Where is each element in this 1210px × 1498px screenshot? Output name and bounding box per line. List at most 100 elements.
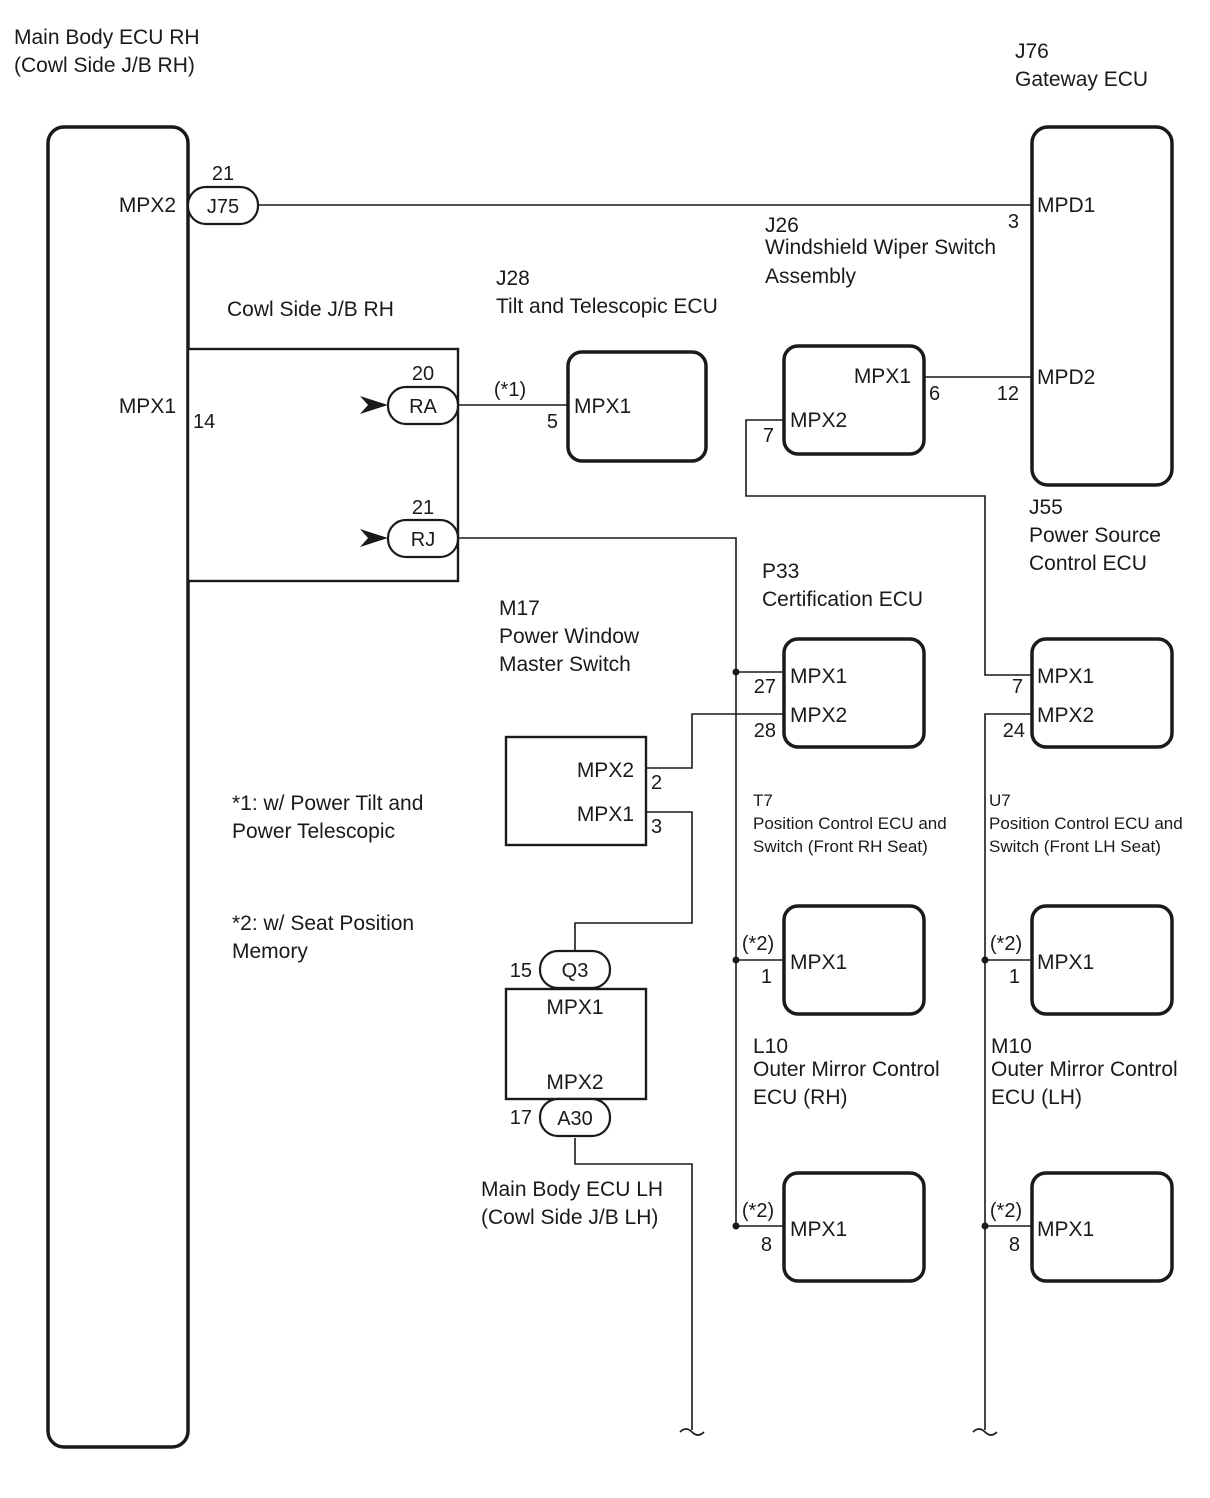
terminal-tilt-mpx1: MPX1: [574, 395, 631, 418]
wire-rj-bus: [458, 537, 784, 1227]
seat-lh-name: Position Control ECU and: [989, 814, 1183, 833]
terminal-lh-mpx2: MPX2: [546, 1071, 603, 1094]
wiper-switch-box: [782, 344, 926, 456]
pin-mirror-rh: 8: [761, 1234, 772, 1256]
junction-dot: [732, 1222, 740, 1230]
seat-lh-name2: Switch (Front LH Seat): [989, 837, 1161, 856]
pin-cert-28: 28: [754, 720, 776, 742]
seat-rh-ecu-box: [782, 904, 926, 1016]
connector-a30-label: A30: [557, 1108, 593, 1130]
terminal-mpx2-rh: MPX2: [119, 194, 176, 217]
pin-ps-24: 24: [1003, 720, 1025, 742]
power-source-code: J55: [1029, 496, 1063, 519]
certification-code: P33: [762, 560, 799, 583]
mirror-lh-code: M10: [991, 1035, 1032, 1058]
pin-cert-27: 27: [754, 676, 776, 698]
terminal-seat-lh-mpx1: MPX1: [1037, 951, 1094, 974]
wiper-code: J26: [765, 214, 799, 237]
mirror-rh-name: Outer Mirror Control: [753, 1058, 940, 1081]
terminal-mirror-lh-mpx1: MPX1: [1037, 1218, 1094, 1241]
pin-mpd1: 3: [1008, 211, 1019, 233]
pw-master-switch-box: [504, 735, 648, 847]
seat-rh-code: T7: [753, 791, 773, 810]
connector-a30: [538, 1097, 612, 1138]
pin-seat-lh: 1: [1009, 966, 1020, 988]
pin-rj: 21: [412, 497, 434, 519]
connector-q3: [538, 949, 612, 990]
option-2-mirror-lh: (*2): [990, 1200, 1022, 1222]
junction-dot: [981, 1222, 989, 1230]
pin-wiper-6: 6: [929, 383, 940, 405]
gateway-code: J76: [1015, 40, 1049, 63]
wire-a30-down: [574, 1138, 693, 1430]
wiper-name2: Assembly: [765, 265, 857, 288]
option-2-mirror-rh: (*2): [742, 1200, 774, 1222]
main-body-ecu-rh-box: [46, 125, 190, 1449]
seat-lh-ecu-box: [1030, 904, 1174, 1016]
certification-name: Certification ECU: [762, 588, 923, 611]
mirror-lh-name2: ECU (LH): [991, 1086, 1082, 1109]
tilt-ecu-box: [566, 350, 708, 463]
note-2-line2: Memory: [232, 940, 308, 963]
terminal-wiper-mpx1: MPX1: [854, 365, 911, 388]
terminal-seat-rh-mpx1: MPX1: [790, 951, 847, 974]
break-mark-right: [972, 1428, 998, 1436]
pin-mpd2: 12: [997, 383, 1019, 405]
connector-ra-label: RA: [409, 396, 437, 418]
mirror-lh-name: Outer Mirror Control: [991, 1058, 1178, 1081]
seat-lh-code: U7: [989, 791, 1011, 810]
pin-mirror-lh: 8: [1009, 1234, 1020, 1256]
main-body-lh-name: Main Body ECU LH: [481, 1178, 663, 1201]
mirror-rh-code: L10: [753, 1035, 788, 1058]
connector-ra: [386, 385, 460, 426]
junction-dot: [732, 956, 740, 964]
terminal-wiper-mpx2: MPX2: [790, 409, 847, 432]
mirror-lh-ecu-box: [1030, 1171, 1174, 1283]
pin-seat-rh: 1: [761, 966, 772, 988]
seat-rh-name2: Switch (Front RH Seat): [753, 837, 928, 856]
main-body-lh-sub: (Cowl Side J/B LH): [481, 1206, 658, 1229]
pin-j75: 21: [212, 163, 234, 185]
junction-dot: [981, 956, 989, 964]
connector-q3-label: Q3: [562, 960, 589, 982]
note-2-line1: *2: w/ Seat Position: [232, 912, 414, 935]
terminal-ps-mpx1: MPX1: [1037, 665, 1094, 688]
wires: [188, 204, 1032, 1436]
mirror-rh-ecu-box: [782, 1171, 926, 1283]
pin-wiper-7: 7: [763, 425, 774, 447]
break-mark-left: [679, 1428, 705, 1436]
terminal-mpd2: MPD2: [1037, 366, 1095, 389]
power-source-name2: Control ECU: [1029, 552, 1147, 575]
pw-master-code: M17: [499, 597, 540, 620]
mirror-rh-name2: ECU (RH): [753, 1086, 848, 1109]
terminal-cert-mpx1: MPX1: [790, 665, 847, 688]
terminal-ps-mpx2: MPX2: [1037, 704, 1094, 727]
main-body-rh-sub: (Cowl Side J/B RH): [14, 54, 195, 77]
cowl-jb-rh-name: Cowl Side J/B RH: [227, 298, 394, 321]
gateway-name: Gateway ECU: [1015, 68, 1148, 91]
option-1-tilt: (*1): [494, 379, 526, 401]
arrow-ra: [360, 396, 388, 414]
connector-rj-label: RJ: [411, 529, 435, 551]
wire-pwm-cert: [646, 713, 784, 769]
wiper-name: Windshield Wiper Switch: [765, 236, 996, 259]
gateway-ecu-box: [1030, 125, 1174, 487]
terminal-pwm-mpx2: MPX2: [577, 759, 634, 782]
terminal-pwm-mpx1: MPX1: [577, 803, 634, 826]
connector-j75: [186, 185, 260, 226]
pw-master-name2: Master Switch: [499, 653, 631, 676]
arrow-rj: [360, 529, 388, 547]
pin-ps-7: 7: [1012, 676, 1023, 698]
pin-pwm-2: 2: [651, 772, 662, 794]
wire-pwm-q3: [574, 811, 693, 951]
connector-j75-label: J75: [207, 196, 239, 218]
terminal-mirror-rh-mpx1: MPX1: [790, 1218, 847, 1241]
option-2-seat-lh: (*2): [990, 933, 1022, 955]
power-source-name: Power Source: [1029, 524, 1161, 547]
pin-tilt: 5: [547, 411, 558, 433]
connector-rj: [386, 518, 460, 559]
junction-dot: [732, 668, 740, 676]
note-1-line2: Power Telescopic: [232, 820, 395, 843]
pin-ra: 20: [412, 363, 434, 385]
